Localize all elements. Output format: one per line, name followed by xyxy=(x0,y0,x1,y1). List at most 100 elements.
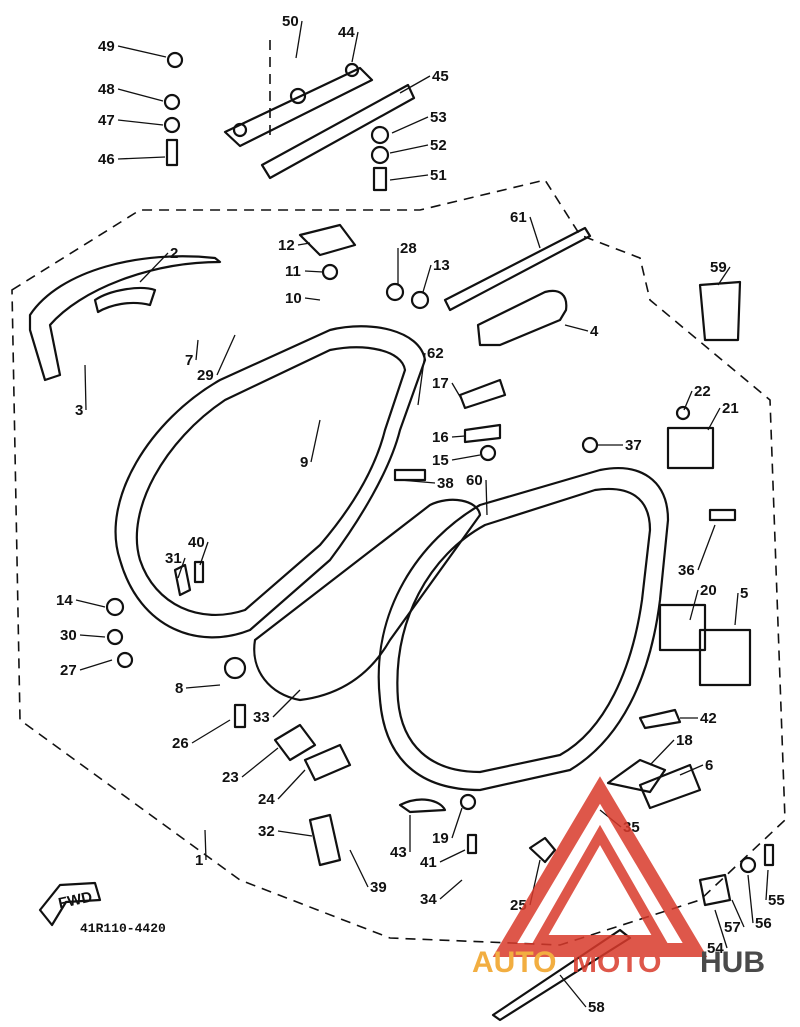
callout-12: 12 xyxy=(278,237,295,254)
callout-57: 57 xyxy=(724,919,741,936)
leader-15 xyxy=(451,454,481,461)
leader-30 xyxy=(79,634,106,638)
leader-17 xyxy=(451,382,463,401)
inner-tray xyxy=(253,498,482,702)
watermark-hub: HUB xyxy=(700,946,765,979)
callout-43: 43 xyxy=(390,844,407,861)
leader-31 xyxy=(177,557,186,579)
leader-11 xyxy=(304,270,324,273)
callout-18: 18 xyxy=(676,732,693,749)
leader-40 xyxy=(199,541,209,566)
leader-19 xyxy=(451,807,463,839)
leader-45 xyxy=(399,75,431,94)
callout-8: 8 xyxy=(175,680,183,697)
leader-53 xyxy=(391,116,429,134)
leader-58 xyxy=(559,974,587,1008)
callout-46: 46 xyxy=(98,151,115,168)
leader-10 xyxy=(304,297,321,301)
leader-16 xyxy=(451,435,466,438)
callout-34: 34 xyxy=(420,891,437,908)
assembly-boundary xyxy=(11,179,786,946)
callout-2: 2 xyxy=(170,245,178,262)
watermark-logo: AUTO MOTO HUB xyxy=(472,776,765,979)
leader-22 xyxy=(683,390,693,411)
leader-27 xyxy=(79,659,113,671)
callout-1: 1 xyxy=(195,852,203,869)
leader-26 xyxy=(191,719,231,744)
callout-11: 11 xyxy=(285,263,301,280)
carry-handle xyxy=(443,226,592,347)
leader-12 xyxy=(297,242,311,246)
callout-54: 54 xyxy=(707,940,724,957)
callout-36: 36 xyxy=(678,562,695,579)
drawing-part-code: 41R110-4420 xyxy=(80,921,166,936)
callout-23: 23 xyxy=(222,769,239,786)
leader-48 xyxy=(117,88,164,102)
leader-4 xyxy=(564,324,589,332)
callout-22: 22 xyxy=(694,383,711,400)
callout-6: 6 xyxy=(705,757,713,774)
leader-7 xyxy=(195,339,199,361)
callout-42: 42 xyxy=(700,710,717,727)
leader-62 xyxy=(417,352,426,406)
callout-40: 40 xyxy=(188,534,205,551)
callout-24: 24 xyxy=(258,791,275,808)
callout-7: 7 xyxy=(185,352,193,369)
callout-53: 53 xyxy=(430,109,447,126)
leader-60 xyxy=(485,479,488,516)
callout-29: 29 xyxy=(197,367,214,384)
leader-6 xyxy=(679,764,704,776)
callout-49: 49 xyxy=(98,38,115,55)
left-side-cover xyxy=(114,325,427,639)
callout-45: 45 xyxy=(432,68,449,85)
small-hardware xyxy=(105,51,775,1022)
callout-17: 17 xyxy=(432,375,449,392)
callout-50: 50 xyxy=(282,13,299,30)
callout-55: 55 xyxy=(768,892,785,909)
right-saddlebag-case xyxy=(377,467,670,792)
callout-60: 60 xyxy=(466,472,483,489)
callout-10: 10 xyxy=(285,290,302,307)
callout-13: 13 xyxy=(433,257,450,274)
leader-24 xyxy=(277,769,306,800)
callout-61: 61 xyxy=(510,209,527,226)
lid-strap xyxy=(28,255,222,382)
leader-29 xyxy=(216,334,236,376)
leader-13 xyxy=(422,264,432,293)
leader-8 xyxy=(185,684,221,689)
callout-56: 56 xyxy=(755,915,772,932)
leader-50 xyxy=(295,20,303,59)
leader-33 xyxy=(272,689,301,718)
callout-38: 38 xyxy=(437,475,454,492)
leader-2 xyxy=(139,252,169,283)
callout-33: 33 xyxy=(253,709,270,726)
callout-labels: 1234567891011121314151617181920212223242… xyxy=(56,13,785,1016)
callout-14: 14 xyxy=(56,592,73,609)
callout-9: 9 xyxy=(300,454,308,471)
leader-61 xyxy=(529,216,541,249)
callout-27: 27 xyxy=(60,662,77,679)
leader-46 xyxy=(117,156,166,160)
leader-47 xyxy=(117,119,164,126)
leader-23 xyxy=(241,747,279,778)
callout-15: 15 xyxy=(432,452,449,469)
leader-44 xyxy=(351,31,359,63)
callout-3: 3 xyxy=(75,402,83,419)
leader-38 xyxy=(399,479,436,484)
leader-41 xyxy=(439,849,466,863)
callout-19: 19 xyxy=(432,830,449,847)
leader-34 xyxy=(439,879,463,900)
leader-57 xyxy=(731,899,745,928)
callout-5: 5 xyxy=(740,585,748,602)
watermark-auto: AUTO xyxy=(472,946,556,979)
callout-30: 30 xyxy=(60,627,77,644)
callout-41: 41 xyxy=(420,854,437,871)
callout-21: 21 xyxy=(722,400,739,417)
leader-52 xyxy=(389,144,429,154)
leader-32 xyxy=(277,830,313,837)
leader-59 xyxy=(717,266,731,286)
callout-39: 39 xyxy=(370,879,387,896)
callout-51: 51 xyxy=(430,167,447,184)
